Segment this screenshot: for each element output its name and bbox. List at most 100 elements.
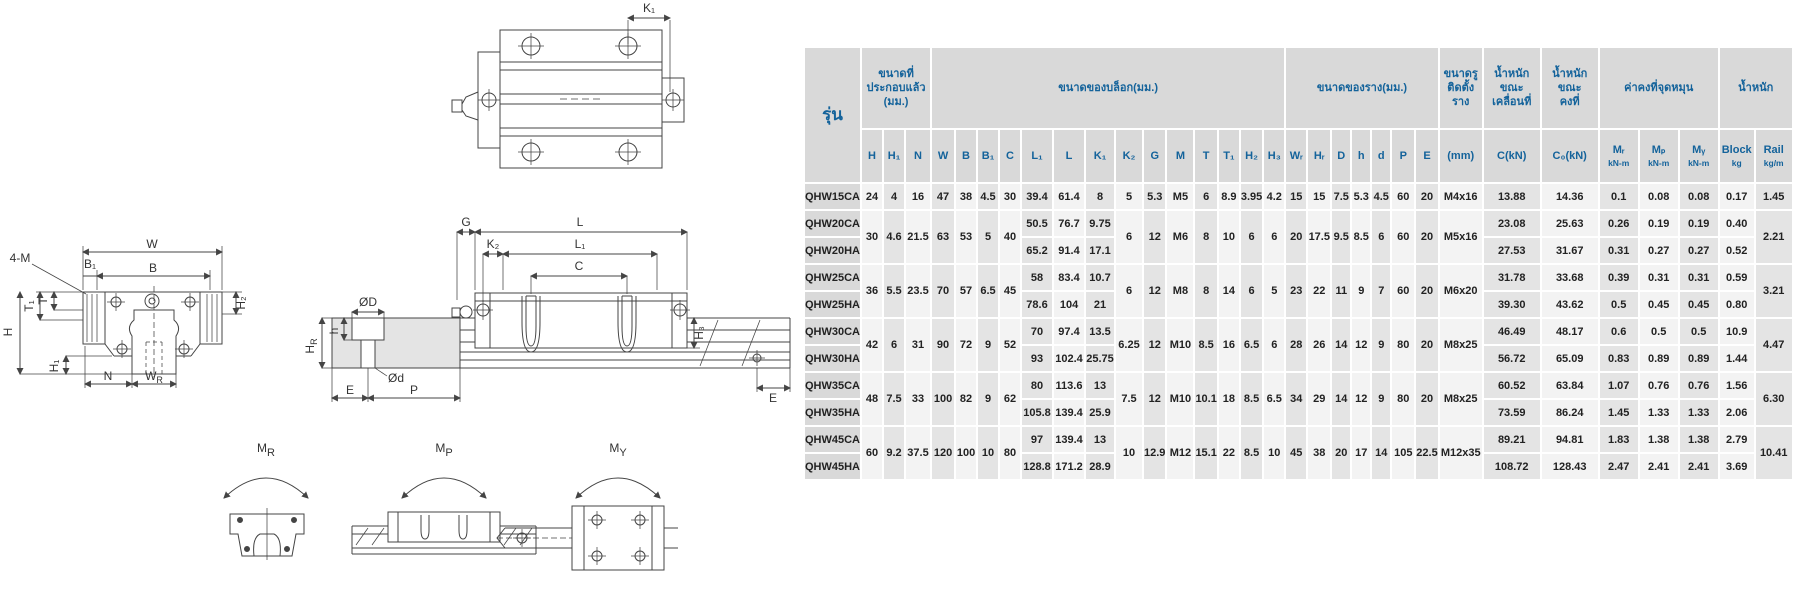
spec-value: 60 bbox=[1392, 211, 1415, 263]
spec-value: 39.4 bbox=[1022, 184, 1053, 209]
spec-value: 80 bbox=[1000, 427, 1021, 479]
spec-value: 17 bbox=[1352, 427, 1371, 479]
spec-value: 0.5 bbox=[1679, 319, 1718, 344]
spec-value: 6 bbox=[1372, 211, 1391, 263]
spec-value: M8x25 bbox=[1439, 373, 1482, 425]
grease-port bbox=[144, 293, 160, 309]
group-header: น้ำหนัก bbox=[1719, 48, 1792, 128]
spec-value: 1.38 bbox=[1639, 427, 1678, 452]
spec-value: 93 bbox=[1022, 346, 1053, 371]
dim-label-k1: K₁ bbox=[643, 1, 655, 15]
spec-value: 13 bbox=[1086, 427, 1115, 452]
spec-value: 38 bbox=[1308, 427, 1331, 479]
spec-value: 14 bbox=[1218, 265, 1239, 317]
column-header: C₀(kN) bbox=[1541, 130, 1598, 182]
spec-value: 30 bbox=[1000, 184, 1021, 209]
spec-value: 1.45 bbox=[1755, 184, 1792, 209]
spec-value: 0.19 bbox=[1639, 211, 1678, 236]
spec-value: 34 bbox=[1286, 373, 1307, 425]
spec-value: 89.21 bbox=[1483, 427, 1540, 452]
spec-value: M10 bbox=[1167, 373, 1194, 425]
spec-value: 6 bbox=[1240, 265, 1263, 317]
spec-value: 22.5 bbox=[1416, 427, 1438, 479]
counterbore-hole bbox=[351, 317, 385, 341]
bolt-hole-crosshair bbox=[588, 511, 606, 529]
spec-value: 21.5 bbox=[906, 211, 931, 263]
spec-value: 97 bbox=[1022, 427, 1053, 452]
moment-my-diagram: MY bbox=[496, 441, 678, 571]
spec-value: 47 bbox=[932, 184, 955, 209]
bolt-hole-crosshair bbox=[473, 300, 493, 320]
spec-value: 9 bbox=[978, 319, 999, 371]
spec-value: 0.6 bbox=[1599, 319, 1638, 344]
spec-value: 128.8 bbox=[1022, 454, 1053, 479]
spec-value: M5x16 bbox=[1439, 211, 1482, 263]
spec-value: 0.52 bbox=[1719, 238, 1754, 263]
model-column-header: รุ่น bbox=[805, 48, 861, 182]
spec-value: 76.7 bbox=[1054, 211, 1085, 236]
spec-value: 33 bbox=[906, 373, 931, 425]
spec-value: 72 bbox=[956, 319, 977, 371]
spec-value: M12x35 bbox=[1439, 427, 1482, 479]
spec-value: 0.45 bbox=[1679, 292, 1718, 317]
spec-value: 4.6 bbox=[884, 211, 905, 263]
column-header: K₁ bbox=[1086, 130, 1115, 182]
spec-value: 9 bbox=[978, 373, 999, 425]
spec-value: 7.5 bbox=[884, 373, 905, 425]
spec-value: 2.79 bbox=[1719, 427, 1754, 452]
spec-value: 10 bbox=[1264, 427, 1285, 479]
spec-value: 91.4 bbox=[1054, 238, 1085, 263]
spec-value: 10 bbox=[1116, 427, 1143, 479]
spec-value: 5.5 bbox=[884, 265, 905, 317]
spec-value: 63.84 bbox=[1541, 373, 1598, 398]
spec-value: 105 bbox=[1392, 427, 1415, 479]
spec-value: 60 bbox=[862, 427, 883, 479]
spec-value: 56.72 bbox=[1483, 346, 1540, 371]
spec-value: 8.5 bbox=[1195, 319, 1217, 371]
dim-label-h1: H₁ bbox=[47, 360, 61, 373]
column-header: W bbox=[932, 130, 955, 182]
spec-value: 20 bbox=[1416, 319, 1438, 371]
column-header: P bbox=[1392, 130, 1415, 182]
spec-value: 60.52 bbox=[1483, 373, 1540, 398]
technical-diagrams: K₁ W B₁ B bbox=[1, 1, 792, 571]
spec-value: 31 bbox=[906, 319, 931, 371]
spec-value: 38 bbox=[956, 184, 977, 209]
spec-value: 29 bbox=[1308, 373, 1331, 425]
spec-value: 39.30 bbox=[1483, 292, 1540, 317]
dim-label-g: G bbox=[461, 215, 470, 229]
dim-label-e: E bbox=[346, 383, 354, 397]
column-header: Hᵣ bbox=[1308, 130, 1331, 182]
spec-value: 5.3 bbox=[1144, 184, 1166, 209]
spec-value: 0.5 bbox=[1599, 292, 1638, 317]
group-header: น้ำหนัก ขณะ คงที่ bbox=[1541, 48, 1598, 128]
spec-value: M12 bbox=[1167, 427, 1194, 479]
column-header: N bbox=[906, 130, 931, 182]
moment-mp-label: MP bbox=[435, 441, 452, 459]
spec-value: 0.08 bbox=[1639, 184, 1678, 209]
spec-value: 12.9 bbox=[1144, 427, 1166, 479]
spec-value: 80 bbox=[1392, 373, 1415, 425]
spec-value: 105.8 bbox=[1022, 400, 1053, 425]
spec-value: 6.5 bbox=[1240, 319, 1263, 371]
spec-value: 82 bbox=[956, 373, 977, 425]
spec-value: 0.31 bbox=[1599, 238, 1638, 263]
spec-value: 1.56 bbox=[1719, 373, 1754, 398]
spec-value: 9 bbox=[1352, 265, 1371, 317]
spec-value: 10 bbox=[1218, 211, 1239, 263]
spec-value: 100 bbox=[932, 373, 955, 425]
spec-value: 97.4 bbox=[1054, 319, 1085, 344]
spec-value: 7.5 bbox=[1332, 184, 1351, 209]
spec-value: 1.33 bbox=[1639, 400, 1678, 425]
spec-value: 0.80 bbox=[1719, 292, 1754, 317]
spec-value: 4.5 bbox=[1372, 184, 1391, 209]
spec-value: 0.89 bbox=[1679, 346, 1718, 371]
column-header: T bbox=[1195, 130, 1217, 182]
spec-value: 30 bbox=[862, 211, 883, 263]
spec-value: 12 bbox=[1352, 373, 1371, 425]
